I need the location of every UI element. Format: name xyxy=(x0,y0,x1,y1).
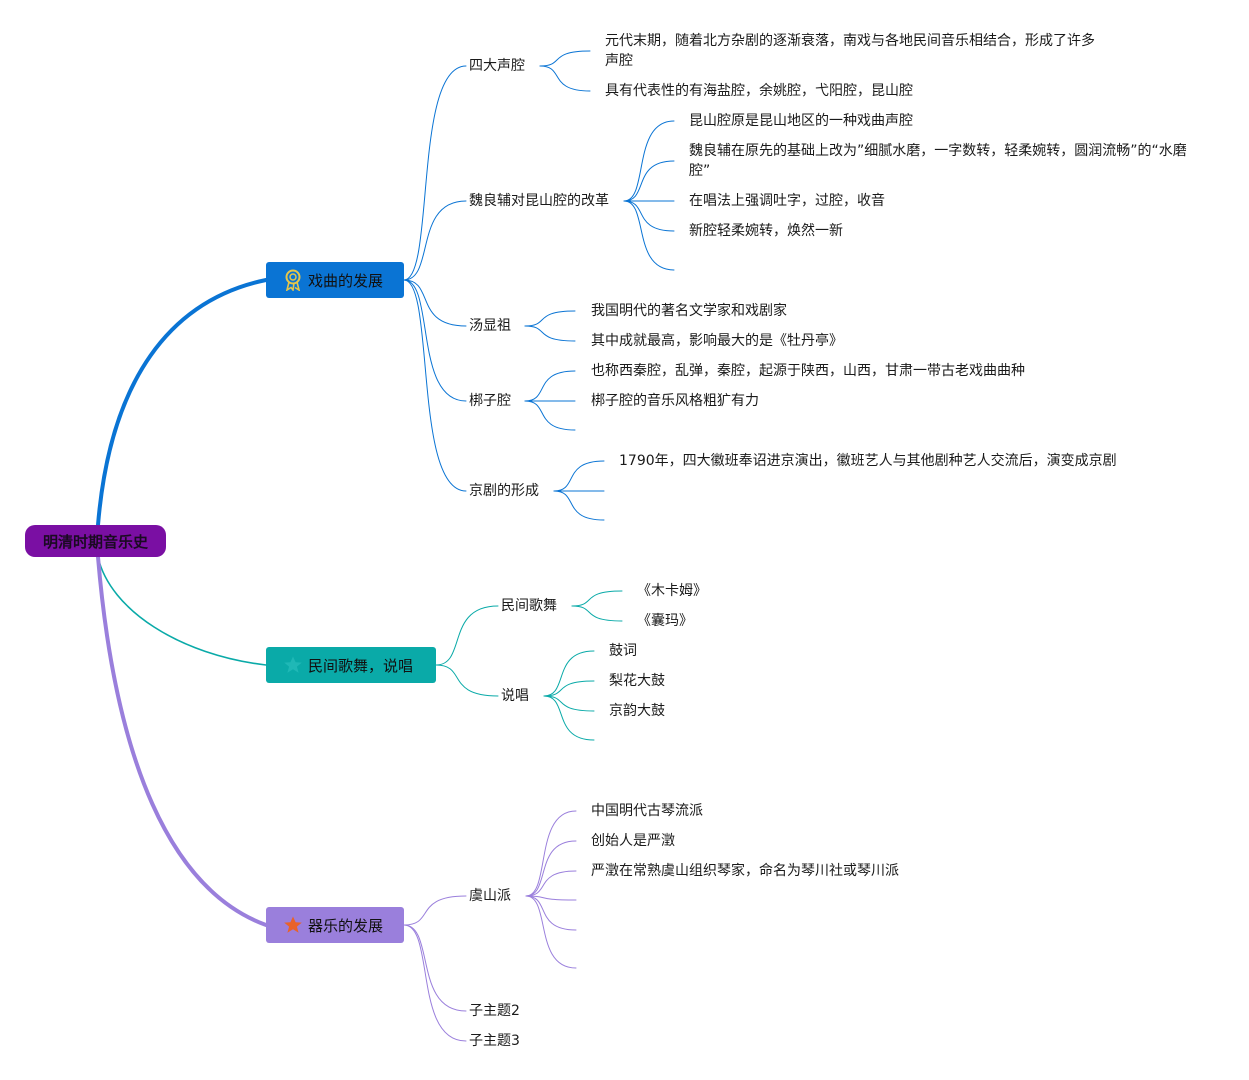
branch-link xyxy=(403,279,467,327)
ribbon-award-icon xyxy=(282,269,304,291)
leaf-topic[interactable]: 鼓词 xyxy=(609,643,637,659)
leaf-topic[interactable]: 我国明代的著名文学家和戏剧家 xyxy=(591,303,787,319)
subtopic-folk-song-dance[interactable]: 民间歌舞 xyxy=(501,598,557,614)
root-topic-label: 明清时期音乐史 xyxy=(42,532,148,551)
leaf-link xyxy=(543,695,595,712)
leaf-topic[interactable]: 魏良辅在原先的基础上改为”细腻水磨，一字数转，轻柔婉转，圆润流畅”的“水磨腔” xyxy=(689,143,1187,179)
leaf-link xyxy=(623,200,675,271)
leaf-topic[interactable]: 在唱法上强调吐字，过腔，收音 xyxy=(689,193,885,209)
leaf-link xyxy=(525,895,577,931)
leaf-link xyxy=(553,460,605,492)
subtopic-3[interactable]: 子主题3 xyxy=(469,1033,520,1049)
branch-opera-development[interactable]: 戏曲的发展 xyxy=(266,262,404,298)
branch-link xyxy=(435,605,499,666)
leaf-topic[interactable]: 梨花大鼓 xyxy=(609,673,665,689)
leaf-topic[interactable]: 也称西秦腔，乱弹，秦腔，起源于陕西，山西，甘肃一带古老戏曲曲种 xyxy=(591,363,1025,379)
leaf-link xyxy=(524,310,576,327)
branch-link xyxy=(403,65,467,281)
leaf-link xyxy=(543,680,595,697)
leaf-link xyxy=(571,605,623,622)
branch-link xyxy=(403,200,467,281)
branch-link xyxy=(403,924,467,1042)
root-topic[interactable]: 明清时期音乐史 xyxy=(25,525,166,557)
leaf-link xyxy=(543,650,595,697)
leaf-topic[interactable]: 中国明代古琴流派 xyxy=(591,803,703,819)
branch-link xyxy=(403,895,467,926)
leaf-topic[interactable]: 具有代表性的有海盐腔，余姚腔，弋阳腔，昆山腔 xyxy=(605,83,913,99)
leaf-link xyxy=(553,490,605,521)
branch-label: 器乐的发展 xyxy=(308,916,384,935)
leaf-link xyxy=(525,840,577,897)
leaf-link xyxy=(539,65,591,92)
branch-link xyxy=(403,279,467,492)
leaf-link xyxy=(525,810,577,897)
leaf-link xyxy=(623,160,675,202)
star-icon xyxy=(282,914,304,936)
leaf-link xyxy=(525,870,577,897)
root-link-3 xyxy=(96,555,268,927)
subtopic-2[interactable]: 子主题2 xyxy=(469,1003,520,1019)
branch-label: 戏曲的发展 xyxy=(308,271,384,290)
subtopic-four-vocal-styles[interactable]: 四大声腔 xyxy=(469,58,525,74)
leaf-topic[interactable]: 严澂在常熟虞山组织琴家，命名为琴川社或琴川派 xyxy=(591,863,899,879)
leaf-topic[interactable]: 元代末期，随着北方杂剧的逐渐衰落，南戏与各地民间音乐相结合，形成了许多声腔 xyxy=(605,33,1095,69)
root-link-1 xyxy=(96,278,268,527)
subtopic-yushan-school[interactable]: 虞山派 xyxy=(469,888,511,904)
leaf-link xyxy=(571,590,623,607)
subtopic-peking-opera-formation[interactable]: 京剧的形成 xyxy=(469,483,539,499)
branch-link xyxy=(435,664,499,697)
leaf-topic[interactable]: 昆山腔原是昆山地区的一种戏曲声腔 xyxy=(689,113,913,129)
leaf-topic[interactable]: 梆子腔的音乐风格粗犷有力 xyxy=(591,393,759,409)
leaf-link xyxy=(539,50,591,67)
leaf-link xyxy=(543,695,595,741)
leaf-link xyxy=(525,895,577,969)
leaf-link xyxy=(525,895,577,901)
leaf-topic[interactable]: 其中成就最高，影响最大的是《牡丹亭》 xyxy=(591,333,843,349)
star-icon xyxy=(282,654,304,676)
leaf-topic[interactable]: 新腔轻柔婉转，焕然一新 xyxy=(689,223,843,239)
leaf-link xyxy=(524,400,576,431)
leaf-topic[interactable]: 创始人是严澂 xyxy=(591,833,675,849)
leaf-link xyxy=(524,370,576,402)
subtopic-wei-liangfu-reform[interactable]: 魏良辅对昆山腔的改革 xyxy=(469,193,609,209)
subtopic-bangzi-opera[interactable]: 梆子腔 xyxy=(469,393,511,409)
branch-link xyxy=(403,279,467,402)
leaf-topic[interactable]: 京韵大鼓 xyxy=(609,703,665,719)
branch-label: 民间歌舞，说唱 xyxy=(308,656,414,675)
leaf-topic[interactable]: 《囊玛》 xyxy=(637,613,693,629)
leaf-topic[interactable]: 《木卡姆》 xyxy=(637,583,707,599)
leaf-link xyxy=(524,325,576,342)
branch-link xyxy=(403,924,467,1012)
root-link-2 xyxy=(97,556,267,666)
leaf-link xyxy=(623,120,675,202)
subtopic-tang-xianzu[interactable]: 汤显祖 xyxy=(469,318,511,334)
leaf-topic[interactable]: 1790年，四大徽班奉诏进京演出，徽班艺人与其他剧种艺人交流后，演变成京剧 xyxy=(619,453,1117,469)
leaf-link xyxy=(623,200,675,232)
branch-instrumental-development[interactable]: 器乐的发展 xyxy=(266,907,404,943)
branch-folk-song-dance-narrative[interactable]: 民间歌舞，说唱 xyxy=(266,647,436,683)
subtopic-narrative-singing[interactable]: 说唱 xyxy=(501,688,529,704)
